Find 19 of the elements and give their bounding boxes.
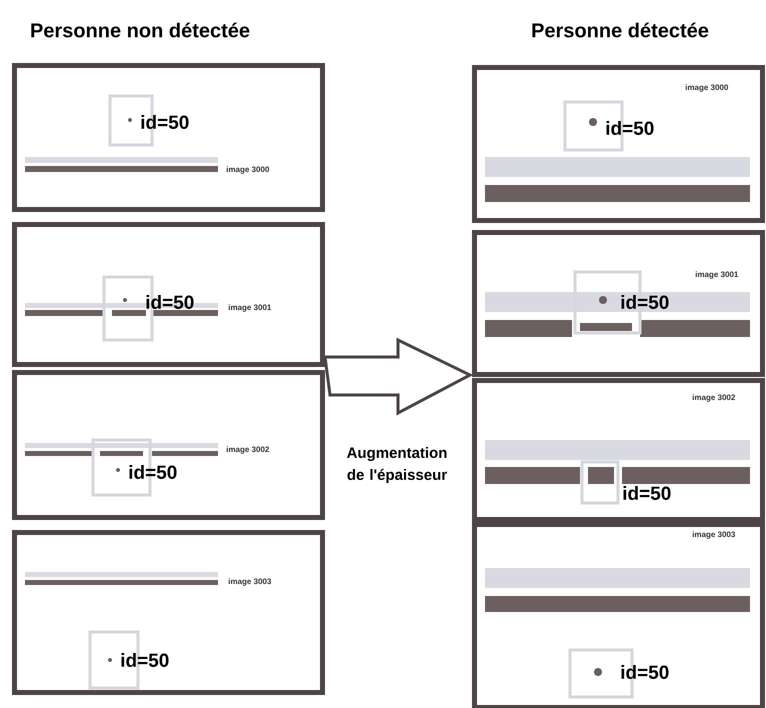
column-heading: Personne détectée <box>532 22 708 38</box>
image-label: image 3001 <box>696 271 738 279</box>
id-label: id=50 <box>146 295 194 309</box>
id-label: id=50 <box>606 121 654 135</box>
image-label: image 3003 <box>692 531 736 539</box>
image-label: image 3002 <box>692 394 735 402</box>
id-label: id=50 <box>622 665 669 679</box>
image-label: image 3003 <box>228 578 272 586</box>
id-label: id=50 <box>130 465 177 479</box>
image-label: image 3000 <box>686 84 728 92</box>
image-label: image 3002 <box>226 446 269 454</box>
image-label: image 3001 <box>228 304 272 312</box>
image-label: image 3000 <box>226 166 269 174</box>
id-label: id=50 <box>122 653 169 667</box>
id-label: id=50 <box>142 115 189 129</box>
id-label: id=50 <box>622 295 669 309</box>
column-heading: Personne non détectée <box>31 22 250 38</box>
edge-label: Augmentation de l'épaisseur <box>346 447 447 483</box>
id-label: id=50 <box>624 486 671 500</box>
